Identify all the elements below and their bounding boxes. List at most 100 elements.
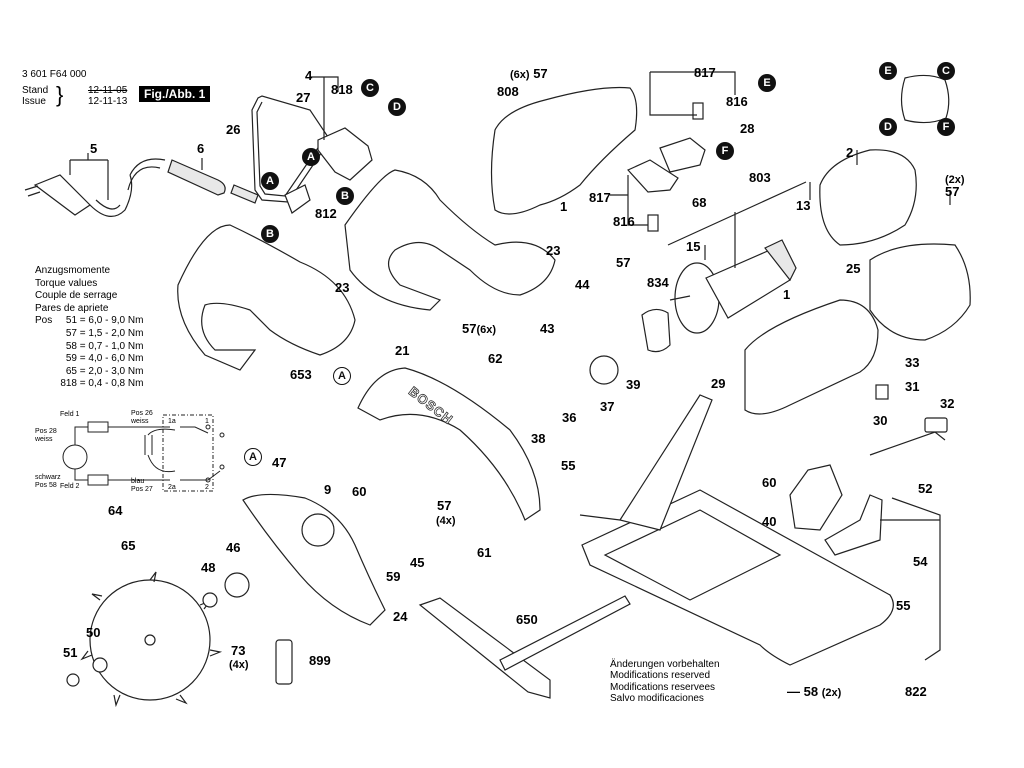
part-label-650: 650 xyxy=(516,612,538,627)
torque-value: = 0,7 - 1,0 Nm xyxy=(79,340,144,352)
part-label-24: 24 xyxy=(393,609,408,624)
torque-value: = 2,0 - 3,0 Nm xyxy=(79,365,144,377)
qty-text: (2x) xyxy=(821,687,842,699)
part-label-57: 57 xyxy=(462,321,477,336)
qty-4x: (4x) xyxy=(229,657,249,672)
pos26-color: weiss xyxy=(131,418,149,425)
leader-lines xyxy=(69,71,951,661)
part-label-23: 23 xyxy=(546,243,561,258)
part-label-36: 36 xyxy=(562,410,577,425)
connector-e-badge: E xyxy=(758,74,776,92)
guide-ruler xyxy=(499,595,631,671)
part-label-68: 68 xyxy=(692,195,707,210)
torque-title-en: Torque values xyxy=(35,277,98,289)
part-label-21: 21 xyxy=(395,343,410,358)
part-number: 3 601 F64 000 xyxy=(22,69,87,80)
armature xyxy=(669,239,797,334)
stand-label: Stand xyxy=(22,85,49,96)
part-label-15: 15 xyxy=(686,239,701,254)
terminal-2a: 2a xyxy=(168,484,176,491)
grease-tube xyxy=(275,639,293,685)
flange-48 xyxy=(202,592,218,608)
pos27-text: Pos 27 xyxy=(131,486,153,493)
figure-label: Fig./Abb. 1 xyxy=(139,86,211,102)
blau-text: blau xyxy=(131,478,145,485)
part-label-816: 816 xyxy=(613,214,635,229)
connector-a-badge: A xyxy=(261,172,279,190)
part-label-38: 38 xyxy=(531,431,546,446)
torque-row: Pos 51 = 6,0 - 9,0 Nm xyxy=(35,315,143,328)
connector-c-badge: C xyxy=(361,79,379,97)
part-label-54: 54 xyxy=(913,554,928,569)
part-label-26: 26 xyxy=(226,122,241,137)
part-label-58: 58 xyxy=(803,684,819,699)
part-label-48: 48 xyxy=(201,560,216,575)
connector-a-outline: A xyxy=(333,367,351,385)
issue-date: 12-11-13 xyxy=(88,96,128,107)
part-label-40: 40 xyxy=(762,514,777,529)
bearing-shield xyxy=(641,308,671,353)
pos28-text: Pos 28 xyxy=(35,428,57,435)
part-label-59: 59 xyxy=(386,569,401,584)
angle-segment xyxy=(789,464,843,531)
torque-value: = 0,4 - 0,8 Nm xyxy=(79,378,144,390)
part-label-32: 32 xyxy=(940,396,955,411)
pos-label: Pos xyxy=(35,315,53,327)
connector-b-badge: B xyxy=(261,225,279,243)
brace: } xyxy=(56,82,64,107)
part-label-899: 899 xyxy=(309,653,331,668)
part-label-6: 6 xyxy=(197,141,205,156)
torque-row: 65 = 2,0 - 3,0 Nm xyxy=(35,365,144,379)
brush-holder-30 xyxy=(875,384,889,400)
brush-cap-32 xyxy=(924,417,948,433)
part-label-46: 46 xyxy=(226,540,241,555)
part-label-817: 817 xyxy=(589,190,611,205)
lower-blade-guard xyxy=(242,493,386,626)
part-label-822: 822 xyxy=(905,684,927,699)
qty-text: (6x) xyxy=(476,324,497,336)
brush-holder-lower xyxy=(627,159,679,193)
cable-27 xyxy=(256,101,323,197)
gear xyxy=(589,355,619,385)
torque-pos: 58 xyxy=(65,340,77,352)
connector-f-badge: F xyxy=(937,118,955,136)
qty-text: (6x) xyxy=(510,69,530,81)
torque-pos: 65 xyxy=(65,365,77,377)
base-plate-window xyxy=(603,509,782,601)
part-label-61: 61 xyxy=(477,545,492,560)
torque-title-es: Pares de apriete xyxy=(35,302,109,314)
qty-6x: (6x) 57 xyxy=(510,67,548,82)
handle-half-left xyxy=(177,224,356,371)
part-label-25: 25 xyxy=(846,261,861,276)
torque-title-fr: Couple de serrage xyxy=(35,290,118,302)
part-label-803: 803 xyxy=(749,170,771,185)
saw-blade xyxy=(80,571,223,708)
part-label-27: 27 xyxy=(296,90,311,105)
fan-housing xyxy=(869,243,971,341)
part-label-55: 55 xyxy=(896,598,911,613)
hex-key xyxy=(869,431,946,456)
notice-es: Salvo modificaciones xyxy=(610,692,704,704)
notice-en: Modifications reserved xyxy=(610,670,711,682)
connector-a-outline: A xyxy=(244,448,262,466)
qty-text: (4x) xyxy=(436,515,456,527)
torque-title-de: Anzugsmomente xyxy=(35,265,111,276)
connector-a-badge: A xyxy=(302,148,320,166)
qty-2x: (2x) xyxy=(945,172,965,187)
depth-bracket xyxy=(619,394,713,531)
switch-part xyxy=(317,127,373,181)
torque-row: 58 = 0,7 - 1,0 Nm xyxy=(35,340,144,354)
part-label-9: 9 xyxy=(324,482,332,497)
part-label-1: 1 xyxy=(560,199,568,214)
part-label-812: 812 xyxy=(315,206,337,221)
part-label-60: 60 xyxy=(762,475,777,490)
part-label-33: 33 xyxy=(905,355,920,370)
handle-half-right xyxy=(344,169,556,311)
part-label-23: 23 xyxy=(335,280,350,295)
power-cord-plug xyxy=(24,158,166,217)
terminal-1: 1 xyxy=(205,418,209,425)
part-label-64: 64 xyxy=(108,503,123,518)
